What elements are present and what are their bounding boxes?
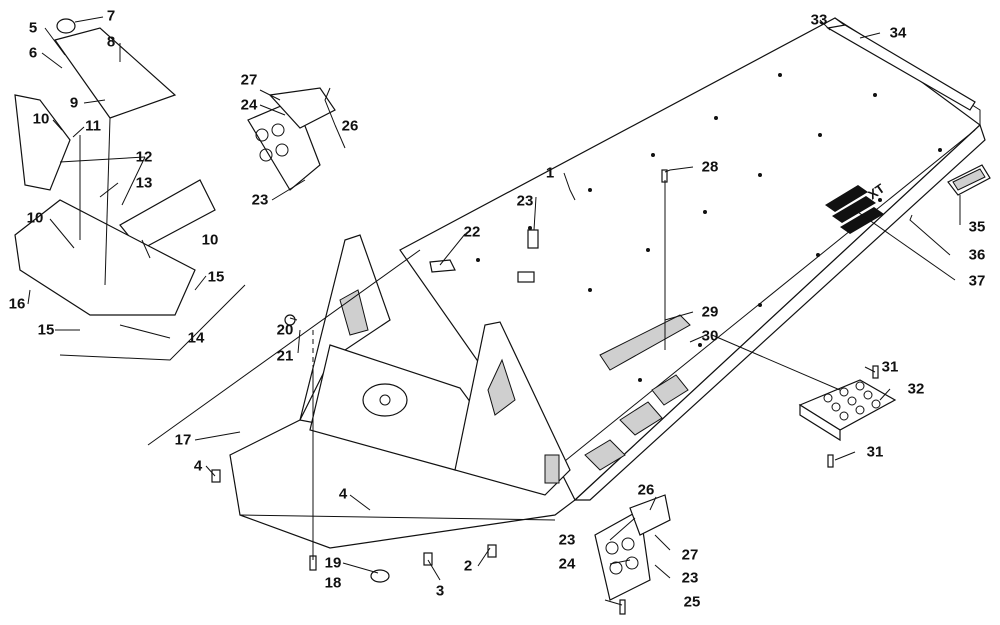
- front-chassis: [229, 234, 576, 549]
- callout-13: 13: [135, 174, 153, 192]
- heat-exchanger-slot: [599, 314, 691, 371]
- callout-27-top: 27: [240, 71, 258, 89]
- tunnel-decal-stripes: XT: [825, 181, 887, 234]
- callout-10-right: 10: [201, 231, 219, 249]
- callout-23-topleft: 23: [251, 191, 269, 209]
- callout-19: 19: [324, 554, 342, 572]
- upper-support-bracket: [247, 87, 336, 191]
- callout-16: 16: [8, 295, 26, 313]
- callout-22: 22: [463, 223, 481, 241]
- tunnel-rivets: [476, 73, 942, 382]
- chassis-slot: [544, 454, 560, 484]
- callout-21: 21: [276, 347, 294, 365]
- callout-23-lower-a: 23: [558, 531, 576, 549]
- callout-23-tunnel: 23: [516, 192, 534, 210]
- callout-31-top: 31: [881, 358, 899, 376]
- callout-4-center: 4: [338, 485, 348, 503]
- running-board-cutouts: [584, 374, 689, 471]
- callout-28: 28: [701, 158, 719, 176]
- callout-11: 11: [85, 117, 101, 135]
- callout-10-mid: 10: [26, 209, 44, 227]
- tunnel-side-rail: [573, 123, 986, 501]
- callout-14: 14: [187, 329, 205, 347]
- front-bumper-group: [14, 18, 216, 316]
- steering-mount-plate: [362, 383, 408, 417]
- lower-support-bracket: [594, 494, 671, 601]
- callout-18: 18: [324, 574, 342, 592]
- callout-2: 2: [463, 557, 473, 575]
- callout-9: 9: [69, 94, 79, 112]
- callout-36: 36: [968, 246, 986, 264]
- callout-15-left: 15: [37, 321, 55, 339]
- callout-32: 32: [907, 380, 925, 398]
- callout-37: 37: [968, 272, 986, 290]
- callout-29: 29: [701, 303, 719, 321]
- callout-6: 6: [28, 44, 38, 62]
- footrest-holes: [823, 381, 881, 421]
- callout-17: 17: [174, 431, 192, 449]
- callout-10-top: 10: [32, 110, 50, 128]
- callout-7: 7: [106, 7, 116, 25]
- callout-30: 30: [701, 327, 719, 345]
- callout-3: 3: [435, 582, 445, 600]
- callout-31-bottom: 31: [866, 443, 884, 461]
- leader-lines: [27, 16, 961, 606]
- callout-12: 12: [135, 148, 153, 166]
- chassis-right-upright: [454, 321, 571, 496]
- callout-5: 5: [28, 19, 38, 37]
- lower-bracket-plate: [594, 509, 651, 601]
- footrest-step: [798, 379, 897, 442]
- callout-33: 33: [810, 11, 828, 29]
- callout-34: 34: [889, 24, 907, 42]
- callout-15-right: 15: [207, 268, 225, 286]
- nose-cap-plate: [54, 27, 177, 119]
- rivet-cap: [56, 18, 76, 34]
- callout-23-lower-b: 23: [681, 569, 699, 587]
- callout-4-left: 4: [193, 457, 203, 475]
- callout-8: 8: [106, 33, 116, 51]
- callout-24-top: 24: [240, 96, 258, 114]
- callout-1: 1: [545, 164, 555, 182]
- callout-26-lower: 26: [637, 481, 655, 499]
- tunnel-assembly: XT: [399, 17, 986, 501]
- hardware: [211, 169, 879, 615]
- callout-24-lower: 24: [558, 555, 576, 573]
- rear-trim-strip: [826, 24, 976, 111]
- grommet-19: [370, 569, 390, 583]
- callout-35: 35: [968, 218, 986, 236]
- callout-25: 25: [683, 593, 701, 611]
- callout-27-lower: 27: [681, 546, 699, 564]
- left-bracket-casting: [14, 94, 71, 191]
- callout-26-top: 26: [341, 117, 359, 135]
- front-crossmember: [14, 199, 196, 316]
- callout-20: 20: [276, 321, 294, 339]
